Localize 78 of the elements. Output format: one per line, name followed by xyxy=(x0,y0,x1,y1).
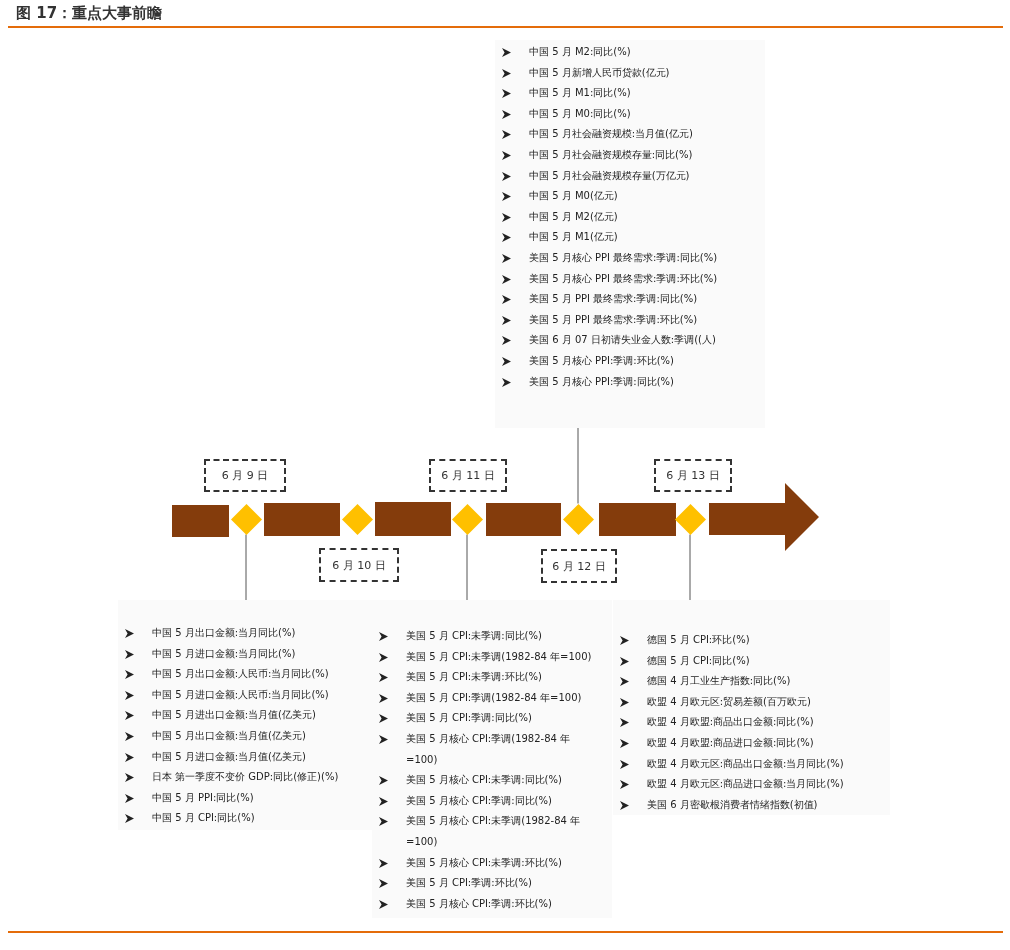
list-item-text: 美国 6 月密歇根消费者情绪指数(初值) xyxy=(647,798,818,810)
list-item-text: 中国 5 月出口金额:人民币:当月同比(%) xyxy=(152,668,329,680)
date-text: 6 月 13 日 xyxy=(666,468,720,483)
list-item-text: 中国 5 月 CPI:同比(%) xyxy=(152,812,255,824)
leader-line xyxy=(577,427,579,504)
list-item-text: 美国 5 月核心 CPI:季调(1982-84 年=100) xyxy=(406,732,571,765)
list-item-text: 美国 5 月 PPI 最终需求:季调:环比(%) xyxy=(529,313,698,325)
list-item-text: 美国 5 月核心 PPI 最终需求:季调:环比(%) xyxy=(529,272,718,284)
list-item-text: 美国 5 月核心 PPI:季调:环比(%) xyxy=(529,354,674,366)
list-item-text: 中国 5 月进口金额:人民币:当月同比(%) xyxy=(152,688,329,700)
list-item-text: 美国 6 月 07 日初请失业金人数:季调((人) xyxy=(529,334,716,346)
list-item-text: 美国 5 月 PPI 最终需求:季调:同比(%) xyxy=(529,293,698,305)
figure-title: 图 17：重点大事前瞻 xyxy=(16,3,163,23)
date-box xyxy=(204,459,286,492)
timeline-bar xyxy=(264,503,340,536)
diamond-marker xyxy=(451,503,483,535)
list-panel xyxy=(613,600,890,815)
list-item-text: 中国 5 月 M0:同比(%) xyxy=(529,107,631,119)
timeline-bar xyxy=(486,503,561,536)
list-item-text: 中国 5 月社会融资规模存量:同比(%) xyxy=(529,148,693,160)
list-item-text: 中国 5 月新增人民币贷款(亿元) xyxy=(529,66,670,78)
date-box xyxy=(429,459,507,492)
list-item-text: 中国 5 月出口金额:当月同比(%) xyxy=(152,627,296,638)
timeline-bar xyxy=(599,503,676,536)
list-panel xyxy=(372,600,612,918)
list-item-text: 欧盟 4 月欧元区:商品出口金额:当月同比(%) xyxy=(647,757,844,769)
list-item-text: 日本 第一季度不变价 GDP:同比(修正)(%) xyxy=(152,771,339,783)
list-item-text: 德国 4 月工业生产指数:同比(%) xyxy=(647,675,791,687)
list-panel xyxy=(118,600,375,830)
list-item-text: 中国 5 月进口金额:当月值(亿美元) xyxy=(152,750,306,762)
list-item-text: 美国 5 月 CPI:季调:环比(%) xyxy=(406,877,532,889)
date-box xyxy=(541,549,617,583)
list-item-text: 美国 5 月核心 CPI:未季调:同比(%) xyxy=(406,774,562,786)
list-item-text: 欧盟 4 月欧盟:商品出口金额:同比(%) xyxy=(647,716,814,728)
list-item-text: 美国 5 月核心 CPI:未季调(1982-84 年=100) xyxy=(406,815,581,847)
timeline-bar xyxy=(172,505,229,537)
date-text: 6 月 12 日 xyxy=(552,558,606,574)
list-item-text: 中国 5 月 M2(亿元) xyxy=(529,210,618,222)
leader-line xyxy=(466,534,468,601)
list-panel xyxy=(495,40,765,428)
list-item-text: 中国 5 月 M1:同比(%) xyxy=(529,87,631,99)
date-text: 6 月 10 日 xyxy=(332,557,386,573)
leader-line xyxy=(689,534,691,601)
list-item-text: 德国 5 月 CPI:环比(%) xyxy=(647,634,750,645)
list-item-text: 美国 5 月 CPI:未季调:同比(%) xyxy=(406,630,542,641)
list-item-text: 美国 5 月核心 CPI:季调:环比(%) xyxy=(406,897,552,909)
list-item-text: 中国 5 月出口金额:当月值(亿美元) xyxy=(152,729,306,741)
list-item-text: 美国 5 月核心 PPI 最终需求:季调:同比(%) xyxy=(529,251,718,263)
date-box xyxy=(654,459,732,492)
list-item-text: 德国 5 月 CPI:同比(%) xyxy=(647,654,750,666)
list-item-text: 美国 5 月核心 PPI:季调:同比(%) xyxy=(529,375,674,387)
date-text: 6 月 9 日 xyxy=(221,468,269,483)
leader-line xyxy=(245,534,247,601)
date-text: 6 月 11 日 xyxy=(441,468,495,483)
diamond-marker xyxy=(674,503,706,535)
list-item-text: 中国 5 月 M2:同比(%) xyxy=(529,46,631,57)
list-item-text: 欧盟 4 月欧元区:贸易差额(百万欧元) xyxy=(647,695,811,707)
list-item-text: 中国 5 月社会融资规模存量(万亿元) xyxy=(529,169,690,181)
list-item-text: 美国 5 月 CPI:未季调(1982-84 年=100) xyxy=(406,650,592,662)
list-item-text: 美国 5 月 CPI:未季调:环比(%) xyxy=(406,671,542,683)
list-item-text: 欧盟 4 月欧元区:商品进口金额:当月同比(%) xyxy=(647,778,844,790)
list-item-text: 中国 5 月 M1(亿元) xyxy=(529,231,618,243)
list-item-text: 美国 5 月核心 CPI:季调:同比(%) xyxy=(406,794,552,806)
list-item-text: 美国 5 月核心 CPI:未季调:环比(%) xyxy=(406,856,562,868)
list-item-text: 美国 5 月 CPI:季调(1982-84 年=100) xyxy=(406,691,582,703)
date-box xyxy=(319,548,399,582)
diamond-marker xyxy=(230,503,262,535)
diamond-marker xyxy=(562,503,594,535)
list-item-text: 美国 5 月 CPI:季调:同比(%) xyxy=(406,712,532,724)
list-item-text: 欧盟 4 月欧盟:商品进口金额:同比(%) xyxy=(647,736,814,748)
timeline-arrow xyxy=(709,483,819,551)
list-item-text: 中国 5 月社会融资规模:当月值(亿元) xyxy=(529,128,693,140)
list-item-text: 中国 5 月进出口金额:当月值(亿美元) xyxy=(152,709,316,721)
diamond-marker xyxy=(341,503,373,535)
list-item-text: 中国 5 月 PPI:同比(%) xyxy=(152,791,254,803)
timeline-bar xyxy=(375,502,451,536)
list-item-text: 中国 5 月 M0(亿元) xyxy=(529,190,618,202)
list-item-text: 中国 5 月进口金额:当月同比(%) xyxy=(152,647,296,659)
